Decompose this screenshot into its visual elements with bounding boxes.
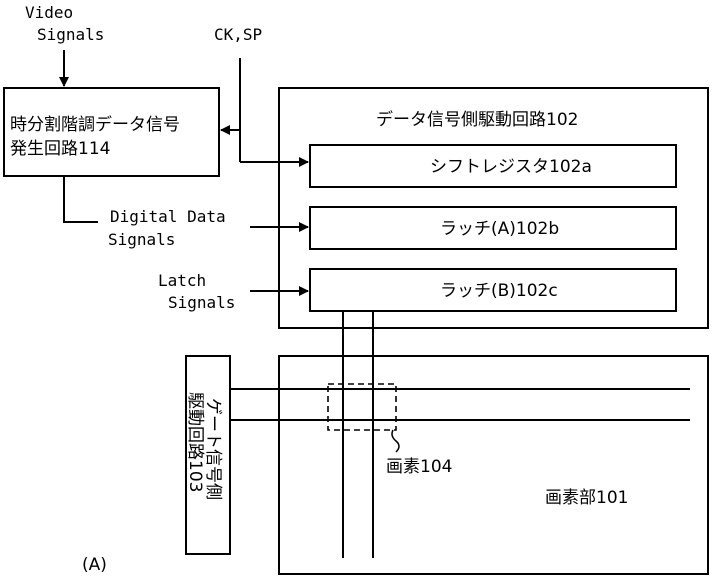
video-label-line2: Signals bbox=[37, 25, 104, 44]
pixel-area-label: 画素部101 bbox=[545, 488, 628, 508]
pixel-leader-line bbox=[392, 430, 399, 452]
latch-a-label: ラッチ(A)102b bbox=[440, 219, 559, 239]
latch-label-line1: Latch bbox=[158, 271, 206, 290]
video-label-line1: Video bbox=[25, 3, 73, 22]
gate-driver-line2: 駆動回路103 bbox=[185, 392, 205, 492]
digital-data-label-line1: Digital Data bbox=[110, 207, 226, 226]
gradation-generator-line2: 発生回路114 bbox=[10, 139, 110, 159]
figure-label: (A) bbox=[82, 555, 107, 575]
digital-data-line bbox=[64, 176, 98, 222]
shift-register-label: シフトレジスタ102a bbox=[430, 157, 592, 177]
latch-b-label: ラッチ(B)102c bbox=[440, 281, 558, 301]
gradation-generator-line1: 時分割階調データ信号 bbox=[10, 114, 180, 135]
pixel-label: 画素104 bbox=[386, 457, 452, 477]
data-driver-title: データ信号側駆動回路102 bbox=[376, 109, 578, 130]
pixel-dashed-box bbox=[328, 384, 396, 430]
ck-sp-label: CK,SP bbox=[214, 25, 262, 44]
latch-label-line2: Signals bbox=[168, 293, 235, 312]
gate-driver-line1: ゲート信号側 bbox=[203, 398, 223, 500]
digital-data-label-line2: Signals bbox=[108, 230, 175, 249]
